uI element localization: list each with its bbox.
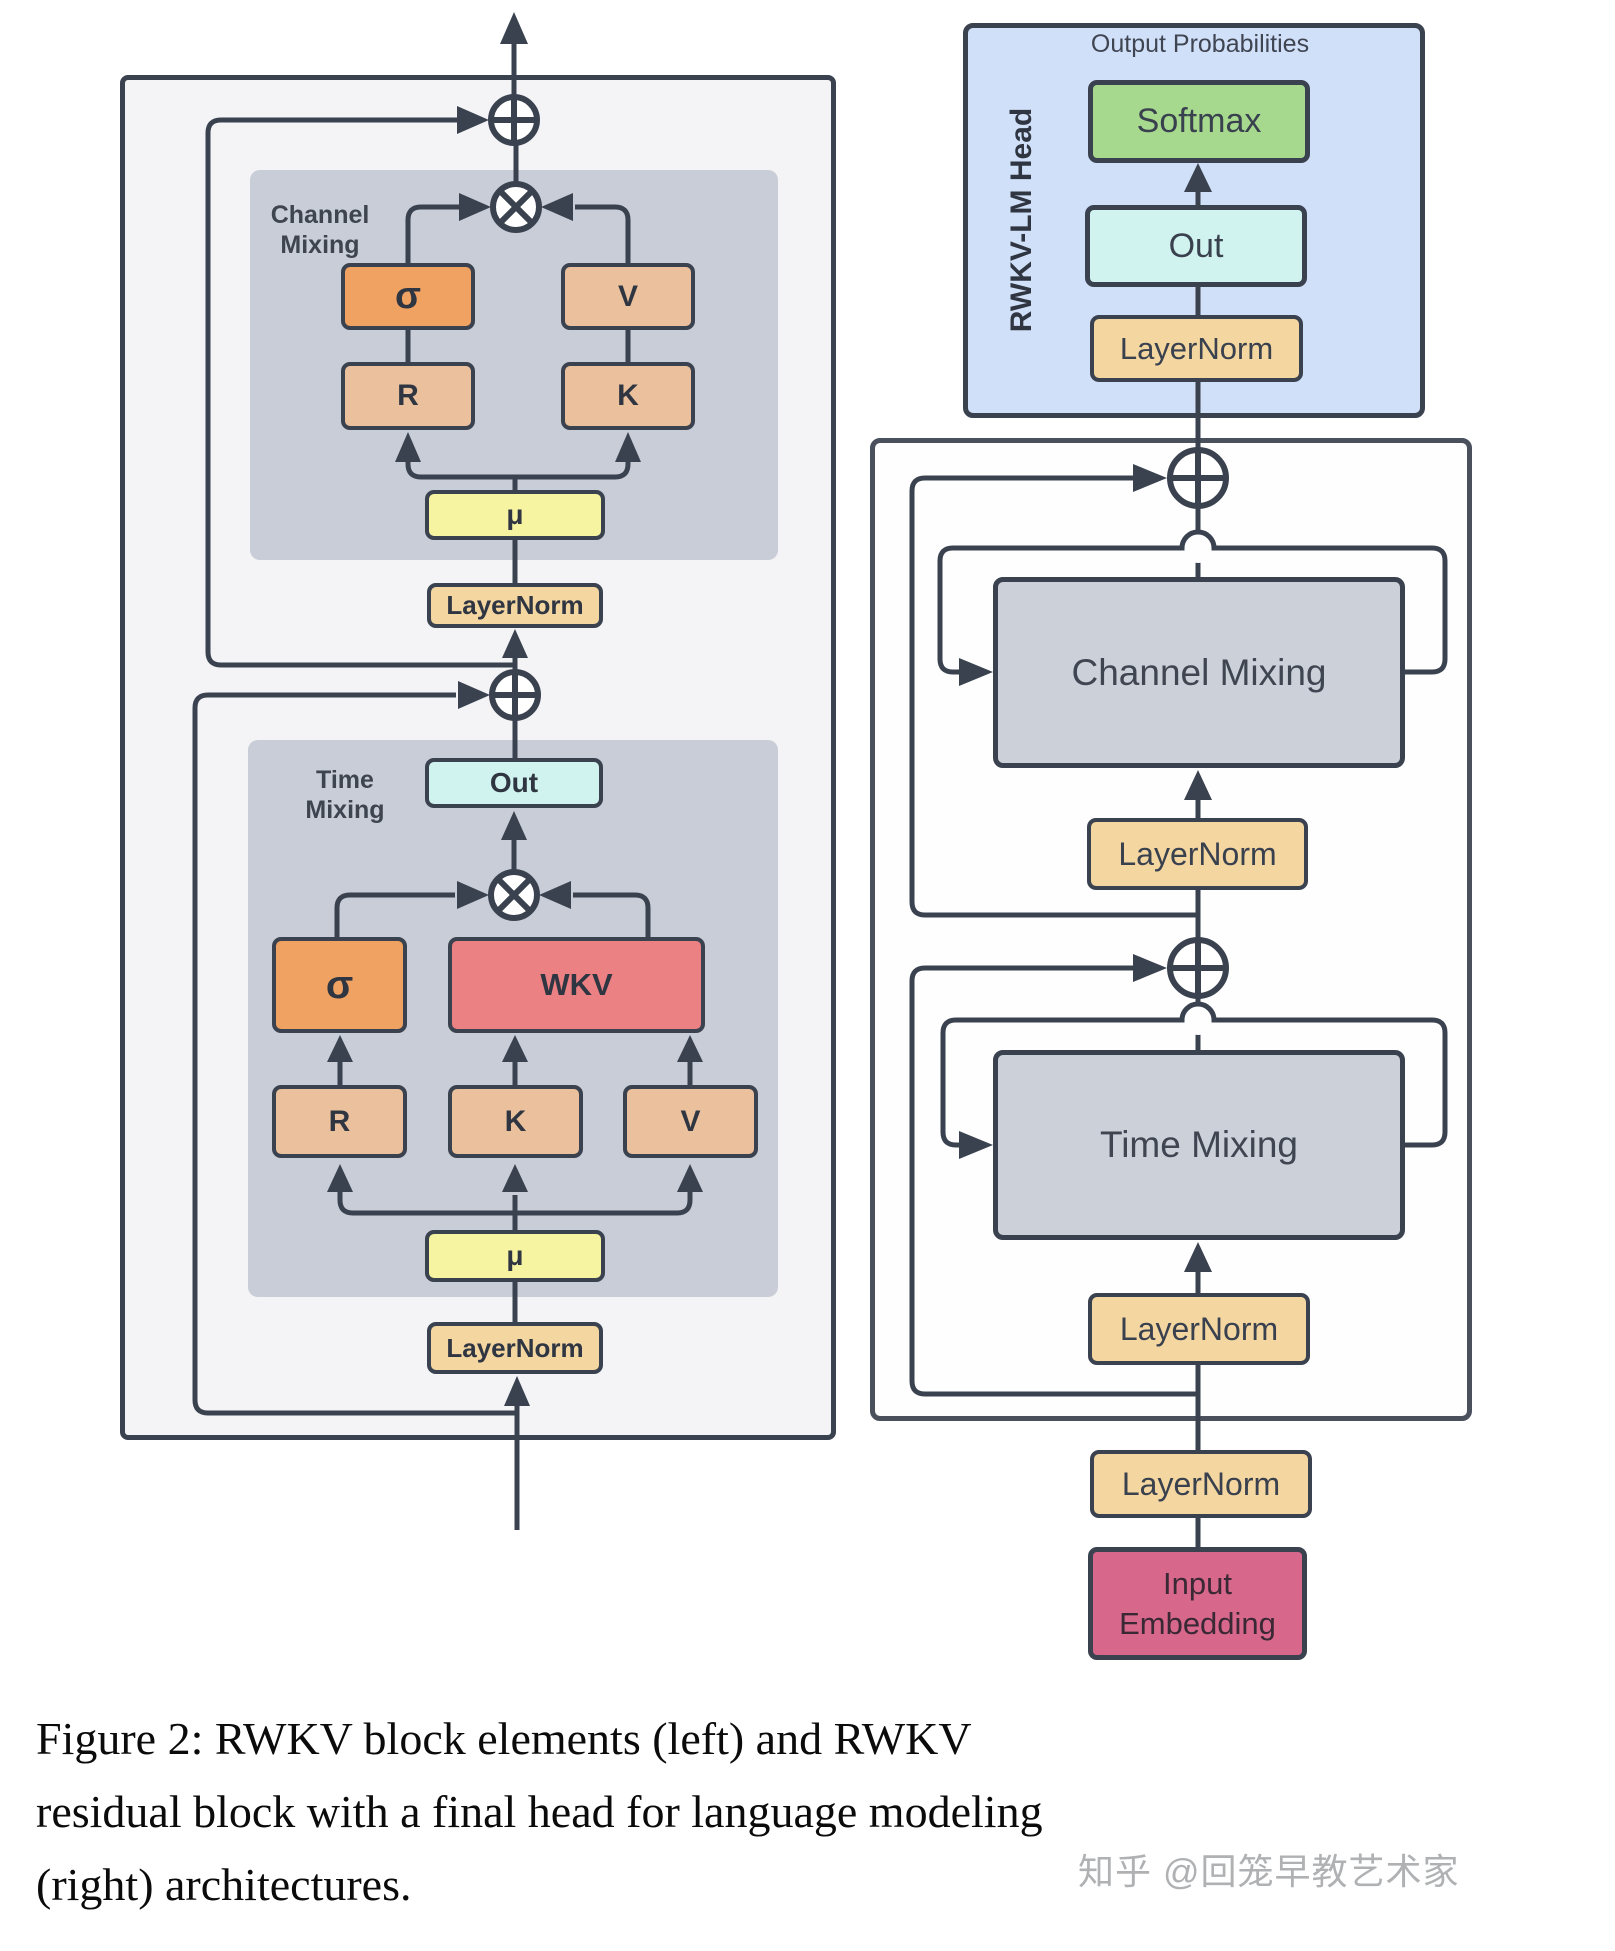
channel-mixing-label: Channel Mixing — [270, 201, 370, 259]
add-circle-icon — [489, 669, 541, 721]
time-state-loop — [940, 1001, 1448, 1148]
channel-r-box: R — [341, 362, 475, 430]
time-mixing-block-label: Time Mixing — [1099, 1124, 1299, 1165]
channel-mixing-block-label: Channel Mixing — [1071, 651, 1327, 693]
watermark: 知乎 @回笼早教艺术家 — [1078, 1851, 1460, 1892]
time-wkv-box: WKV — [448, 937, 705, 1033]
time-r-box: R — [272, 1085, 407, 1158]
multiply-circle-icon — [490, 181, 542, 233]
outer-layernorm-box: LayerNorm — [1090, 1450, 1312, 1518]
channel-sigma-box: σ — [341, 263, 475, 330]
multiply-circle-icon — [488, 869, 540, 921]
left-channel-skip-line — [205, 117, 516, 668]
residual-layernorm-mid-box: LayerNorm — [1087, 818, 1308, 890]
caption-line-2: residual block with a final head for lan… — [36, 1786, 1043, 1837]
head-layernorm-box: LayerNorm — [1090, 315, 1303, 382]
channel-mu-box: μ — [425, 490, 605, 540]
channel-mixing-block: Channel Mixing — [993, 577, 1405, 768]
output-arrowhead — [500, 12, 528, 44]
time-mu-box: μ — [425, 1230, 605, 1282]
time-mixing-block: Time Mixing — [993, 1050, 1405, 1240]
right-channel-skip-line — [909, 475, 1198, 918]
rwkv-lm-head-label: RWKV-LM Head — [1005, 107, 1038, 333]
time-out-box: Out — [425, 758, 603, 808]
add-circle-icon — [488, 94, 540, 146]
softmax-box: Softmax — [1088, 80, 1310, 163]
arrowheads — [327, 12, 1212, 1406]
time-mixing-label: Time Mixing — [305, 766, 385, 824]
add-circle-icon — [1167, 937, 1229, 999]
channel-v-box: V — [561, 263, 695, 330]
caption-line-1-text: Figure 2: RWKV block elements (left) and… — [36, 1713, 972, 1764]
caption-line-3: (right) architectures. — [36, 1859, 412, 1910]
channel-k-box: K — [561, 362, 695, 430]
channel-layernorm-box: LayerNorm — [427, 583, 603, 628]
head-out-box: Out — [1085, 205, 1307, 287]
output-probabilities-label: Output Probabilities — [1090, 30, 1310, 58]
operators — [488, 94, 1229, 999]
time-sigma-box: σ — [272, 937, 407, 1033]
left-time-skip-line — [192, 692, 517, 1416]
time-layernorm-box: LayerNorm — [427, 1322, 603, 1374]
time-v-box: V — [623, 1085, 758, 1158]
add-circle-icon — [1167, 447, 1229, 509]
input-embedding-box: Input Embedding — [1088, 1547, 1307, 1660]
residual-layernorm-bottom-box: LayerNorm — [1088, 1293, 1310, 1365]
channel-state-loop — [937, 529, 1448, 675]
time-k-box: K — [448, 1085, 583, 1158]
right-time-skip-line — [909, 965, 1198, 1397]
